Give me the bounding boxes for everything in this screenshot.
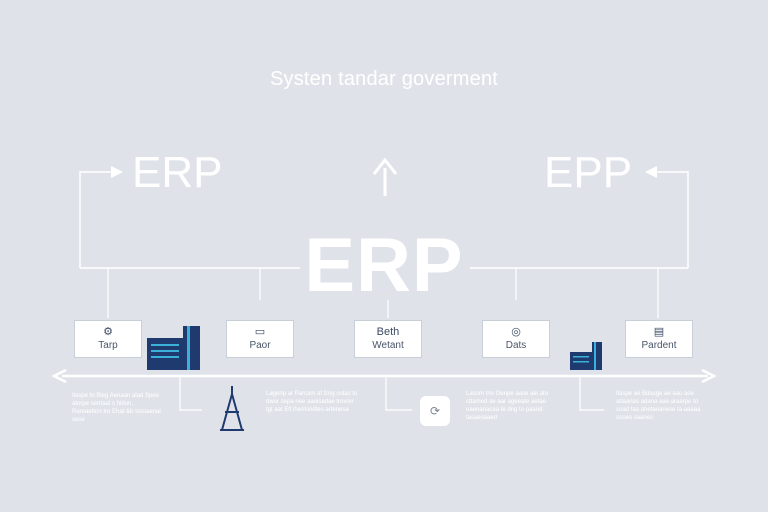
note-2: Lagenp ar Parcam af lzng ostas to dwor s… bbox=[266, 391, 358, 413]
target-icon: ◎ bbox=[511, 326, 521, 338]
building-small-icon bbox=[570, 342, 602, 370]
module-label: Wetant bbox=[372, 340, 404, 351]
note-1: Ilaspe to Bleg Aenaan alad Spee atorpe s… bbox=[72, 393, 161, 423]
center-erp-label: ERP bbox=[304, 223, 464, 308]
gear-icon: ⚙ bbox=[103, 326, 113, 338]
module-label: Paor bbox=[249, 340, 271, 351]
module-icon-text: Beth bbox=[376, 326, 400, 338]
left-bracket-arrow bbox=[79, 166, 123, 268]
diagram-title: Systen tandar goverment bbox=[269, 68, 499, 90]
right-bracket-arrow bbox=[645, 166, 689, 268]
module-box-tarp[interactable]: ⚙ Tarp bbox=[74, 320, 142, 358]
note-4: Ilaspe ae Bdasge ae aao aoe adaanas adan… bbox=[616, 391, 701, 421]
module-label: Tarp bbox=[98, 340, 118, 351]
left-erp-label: ERP bbox=[132, 148, 223, 197]
card-icon: ▭ bbox=[254, 326, 266, 338]
module-box-wetant[interactable]: Beth Wetant bbox=[354, 320, 422, 358]
note-3: Lasom tno Oenpe aase ael ato cttamed ae … bbox=[466, 391, 549, 421]
module-box-dats[interactable]: ◎ Dats bbox=[482, 320, 550, 358]
document-icon: ▤ bbox=[653, 326, 665, 338]
building-icon bbox=[147, 326, 200, 370]
module-label: Pardent bbox=[641, 340, 677, 351]
right-epp-label: EPP bbox=[544, 148, 633, 197]
tower-icon bbox=[220, 386, 244, 431]
module-box-pardent[interactable]: ▤ Pardent bbox=[625, 320, 693, 358]
module-box-paor[interactable]: ▭ Paor bbox=[226, 320, 294, 358]
refresh-icon: ⟳ bbox=[420, 396, 450, 426]
module-label: Dats bbox=[505, 340, 527, 351]
